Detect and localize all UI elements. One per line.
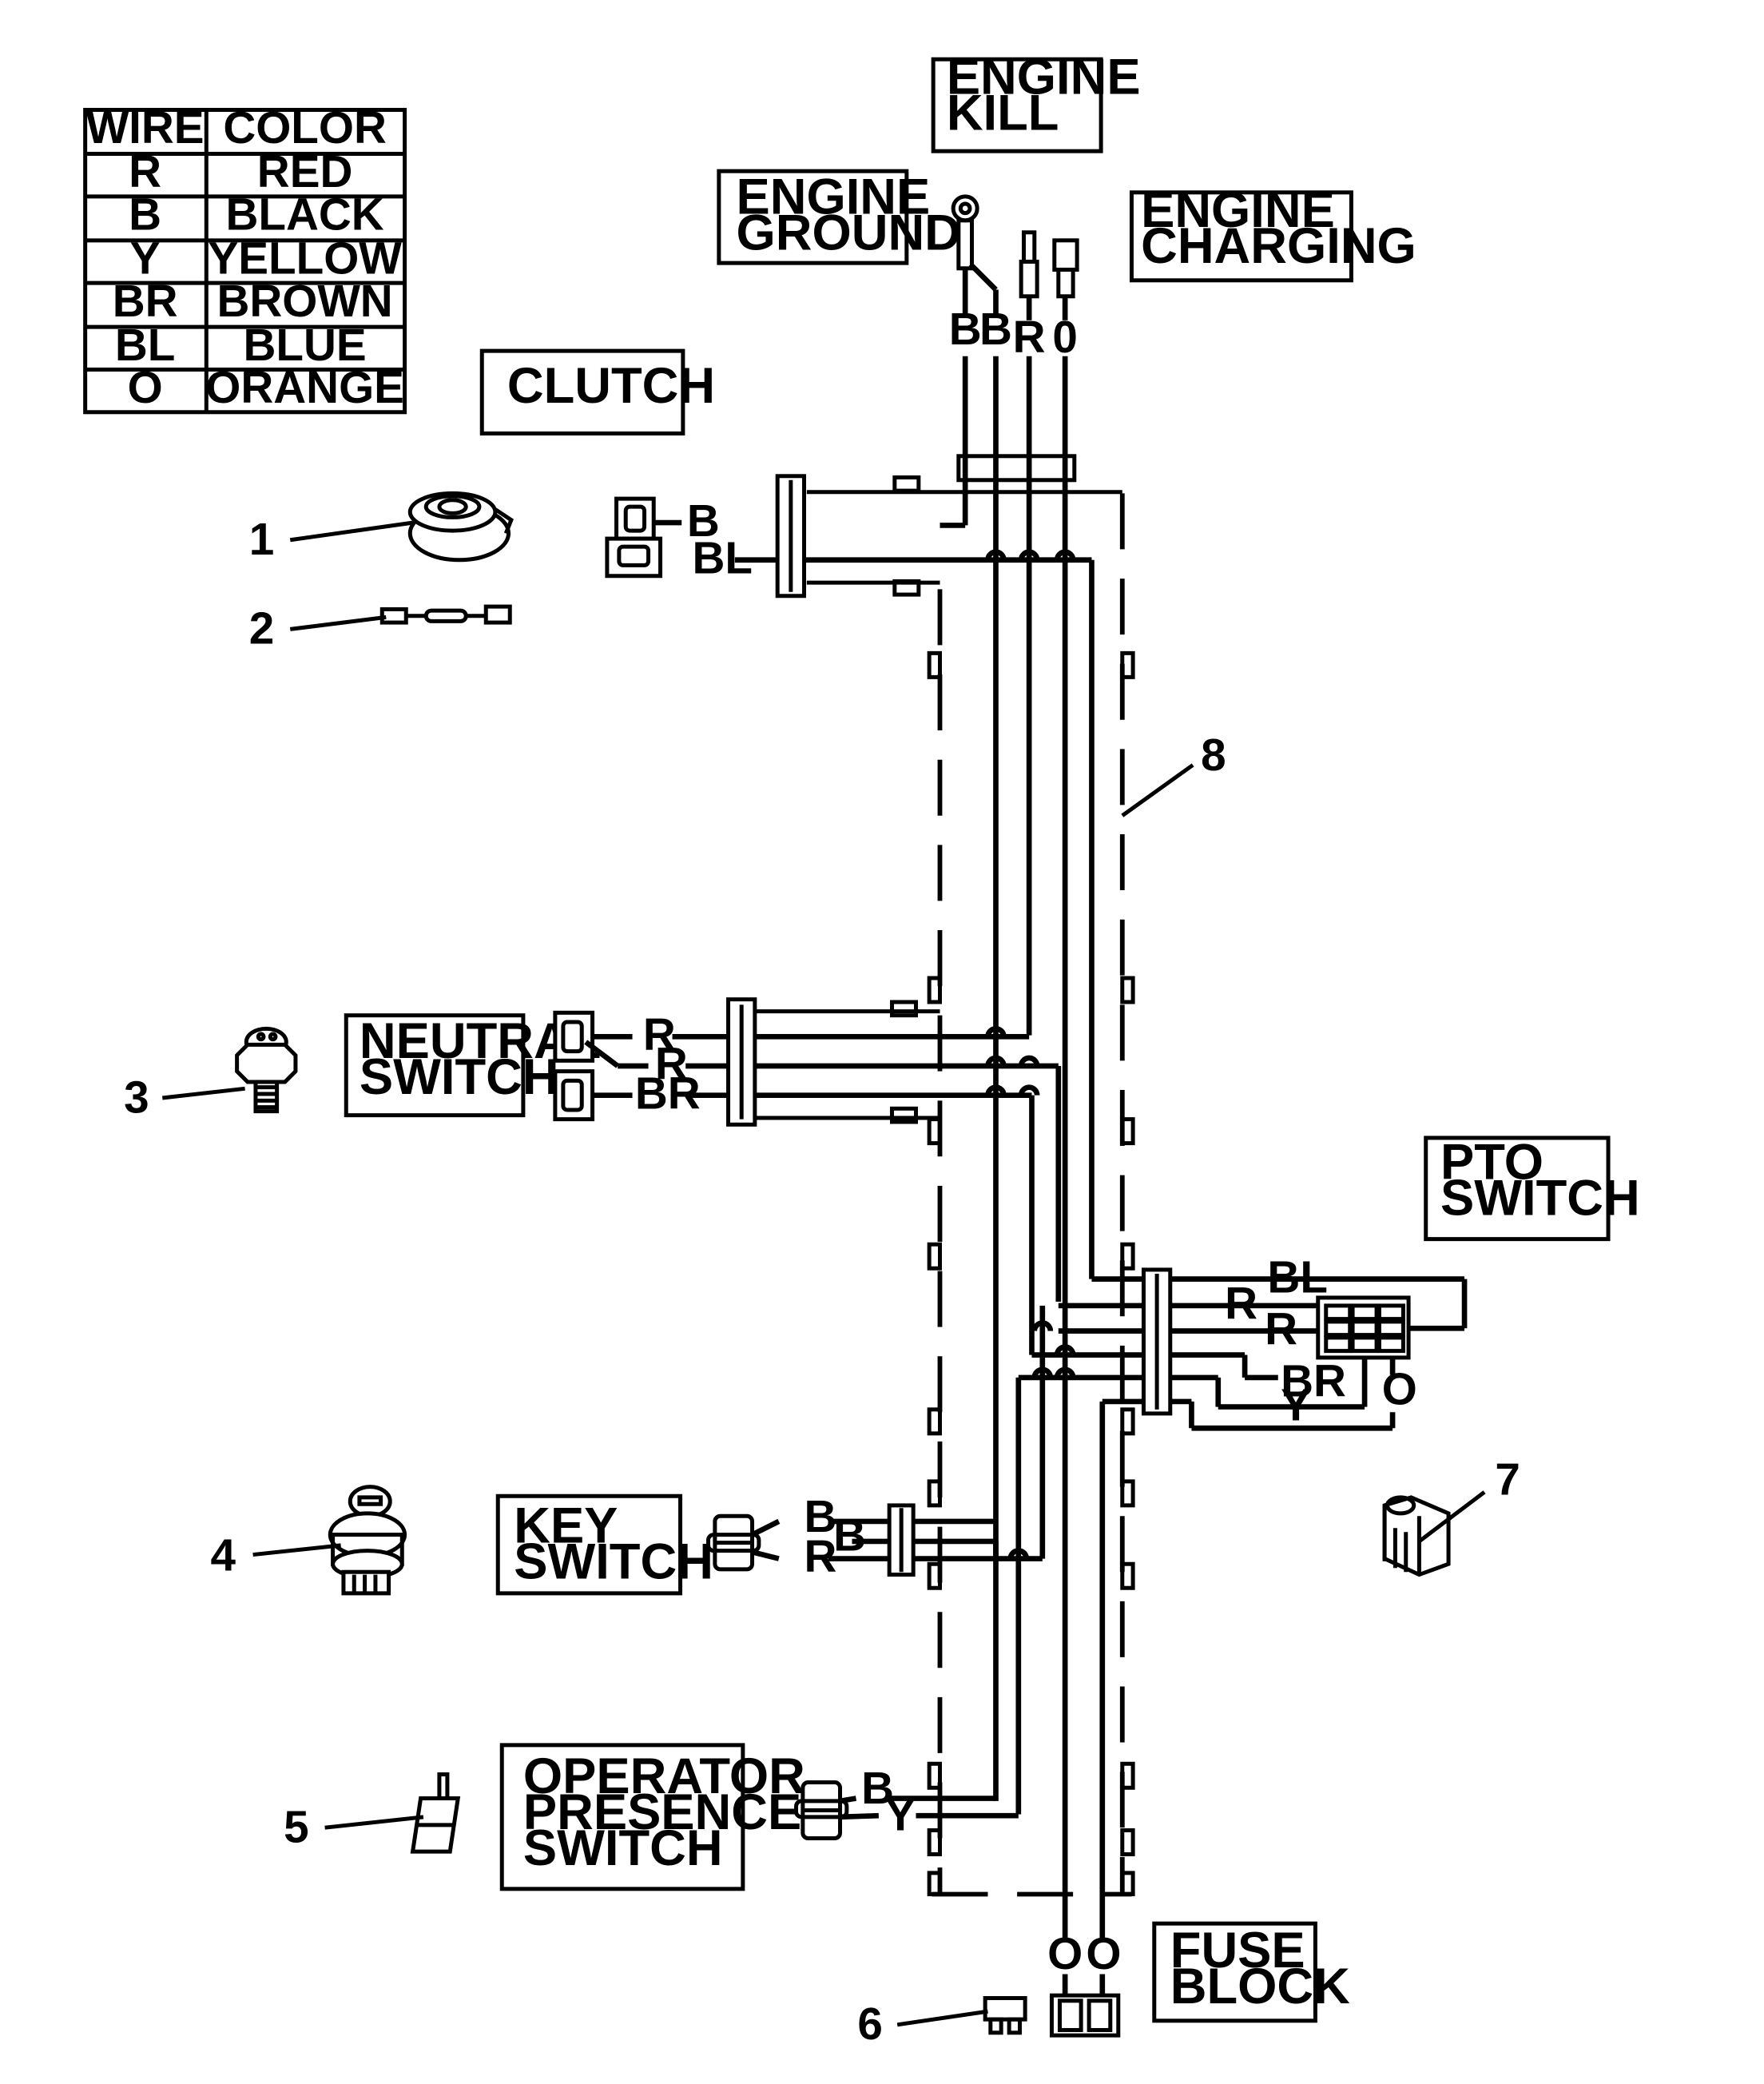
wire-label: Y: [885, 1791, 916, 1841]
operator-presence-switch-component-illustration: [410, 1772, 461, 1854]
wire-label: R: [1013, 312, 1046, 363]
label-line: SWITCH: [523, 1820, 723, 1876]
label-pto-switch: PTO SWITCH: [1424, 1135, 1640, 1242]
callout-number: 2: [249, 604, 275, 654]
label-fuse-block: FUSE BLOCK: [1152, 1921, 1350, 2023]
label-engine-kill: ENGINE KILL: [931, 50, 1141, 153]
callout-number: 4: [210, 1531, 236, 1581]
callout-number: 3: [124, 1072, 149, 1123]
label-line: GROUND: [737, 205, 961, 260]
wire-labels: B B R 0 B BL R R BR BL R R BR Y O B B R …: [635, 304, 1417, 1979]
pto-switch-component-illustration: [1382, 1495, 1451, 1577]
wire-label: B: [687, 496, 720, 547]
fuse-block-connector: [1049, 1974, 1121, 2038]
legend-color-name: YELLOW: [208, 233, 402, 284]
legend-wire-code: B: [129, 189, 161, 240]
wire-label: O: [1047, 1929, 1083, 1979]
main-trunk-wires: [672, 194, 1468, 1941]
fuse-component-illustration: [983, 1995, 1027, 2035]
legend-color-name: BLACK: [225, 189, 383, 240]
label-clutch: CLUTCH: [479, 348, 715, 435]
wire-label: B: [979, 304, 1012, 355]
operator-switch-connector: [794, 1780, 879, 1841]
wire-label: B: [949, 304, 982, 355]
legend-wire-code: Y: [130, 233, 161, 284]
wire-label: Y: [1281, 1380, 1311, 1430]
wire-fuse-component-illustration: [379, 604, 512, 625]
label-line: CHARGING: [1141, 218, 1416, 274]
wire-label: B: [805, 1492, 837, 1542]
wire-label: R: [655, 1040, 688, 1090]
pto-switch-connector: [1316, 1295, 1411, 1360]
legend-header-wire: WIRE: [86, 103, 205, 153]
wire-label: R: [805, 1532, 837, 1582]
legend-wire-code: BR: [113, 276, 178, 327]
legend-wire-code: BL: [115, 320, 176, 371]
label-line: KILL: [947, 86, 1059, 141]
label-line: PTO: [1440, 1135, 1544, 1191]
label-line: ENGINE: [1141, 182, 1335, 238]
wire-label: O: [1382, 1364, 1417, 1414]
label-line: ENGINE: [947, 50, 1141, 105]
wire-label: BR: [635, 1068, 701, 1119]
callout-number: 5: [284, 1803, 309, 1853]
callout-number: 6: [857, 1999, 883, 2050]
callouts: 1 2 3 4 5 6 7 8: [124, 515, 1520, 2050]
wire-label: R: [1225, 1279, 1257, 1330]
label-line: ENGINE: [737, 169, 931, 225]
callout-number: 7: [1495, 1455, 1520, 1505]
legend-wire-code: R: [129, 147, 161, 197]
label-line: PRESENCE: [523, 1784, 801, 1840]
label-operator-presence-switch: OPERATOR PRESENCE SWITCH: [499, 1743, 805, 1891]
label-line: KEY: [514, 1498, 618, 1554]
wire-label: R: [643, 1010, 676, 1060]
label-neutral-switch: NEUTRAL SWITCH: [344, 1013, 601, 1118]
legend-color-name: BLUE: [244, 320, 367, 371]
wire-label: B: [861, 1764, 894, 1814]
wire-label: BL: [693, 533, 753, 583]
label-line: OPERATOR: [523, 1748, 805, 1804]
legend-wire-code: O: [128, 363, 163, 413]
label-line: BLOCK: [1170, 1959, 1350, 2014]
wire-label: R: [1265, 1304, 1297, 1354]
label-key-switch: KEY SWITCH: [495, 1493, 713, 1596]
legend-color-name: BROWN: [217, 276, 392, 327]
wire-color-legend: WIRE COLOR R RED B BLACK Y YELLOW BR BRO…: [83, 103, 407, 415]
legend-header-color: COLOR: [223, 103, 387, 153]
wire-label: O: [1086, 1929, 1121, 1979]
label-engine-charging: ENGINE CHARGING: [1129, 182, 1416, 283]
neutral-switch-component-illustration: [235, 1026, 298, 1114]
label-line: SWITCH: [360, 1049, 559, 1105]
harness-outline: [889, 475, 1135, 1897]
wire-label: 0: [1052, 312, 1078, 363]
label-line: FUSE: [1170, 1923, 1305, 1979]
label-line: CLUTCH: [507, 358, 715, 414]
key-switch-connector: [706, 1513, 781, 1572]
legend-color-name: RED: [257, 147, 353, 197]
key-switch-component-illustration: [328, 1485, 407, 1596]
legend-color-name: ORANGE: [205, 363, 404, 413]
callout-number: 1: [249, 515, 275, 565]
clutch-connector: [605, 496, 682, 579]
callout-number: 8: [1201, 730, 1226, 781]
clutch-component-illustration: [407, 491, 514, 563]
label-line: SWITCH: [514, 1534, 713, 1590]
wire-label: BR: [1281, 1356, 1346, 1406]
wire-label: BL: [1267, 1252, 1328, 1302]
wire-label: B: [833, 1511, 866, 1561]
label-line: SWITCH: [1440, 1171, 1640, 1227]
label-engine-ground: ENGINE GROUND: [717, 169, 961, 265]
harness-clamps: [726, 474, 1173, 1577]
neutral-switch-connector: [553, 1010, 649, 1122]
